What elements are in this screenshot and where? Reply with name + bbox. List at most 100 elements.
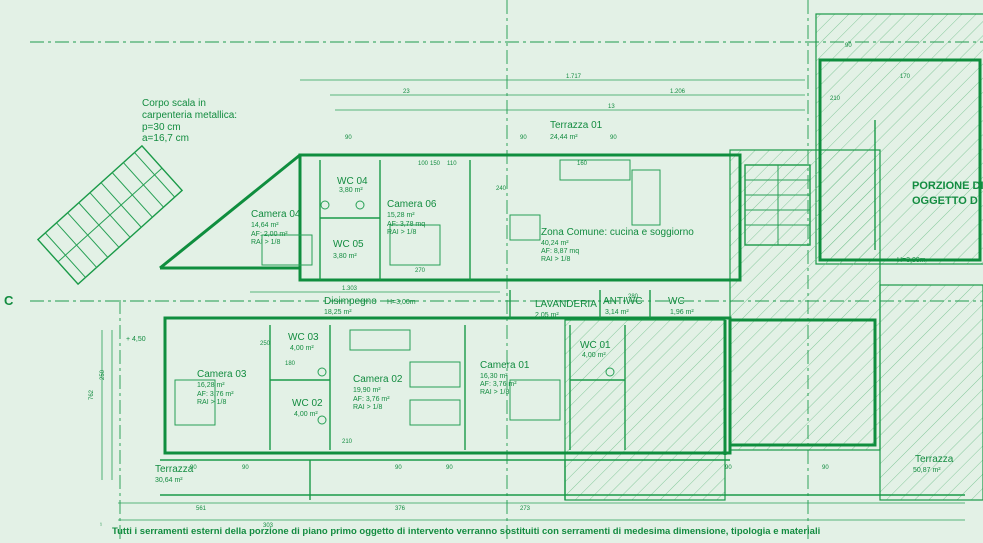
room-terrazza-right: Terrazza 50,87 m² [913, 454, 954, 474]
dimension-lines [101, 79, 965, 521]
internal-walls [160, 120, 965, 500]
dimension-labels: 1.717 1.206 1.303 23 13 561 303 376 273 … [89, 74, 686, 529]
svg-text:1,96 m²: 1,96 m² [670, 309, 694, 316]
room-wc-small: WC 1,96 m² [668, 296, 694, 316]
footnote-mark: ¹ [100, 523, 102, 529]
room-terrazza-left: Terrazza 30,64 m² [155, 464, 194, 484]
svg-text:PORZIONE DI E: PORZIONE DI E [912, 180, 983, 192]
svg-text:WC 02: WC 02 [292, 398, 323, 409]
svg-text:WC: WC [668, 296, 685, 307]
svg-text:90: 90 [520, 135, 527, 141]
svg-text:AF: 3,76 m²: AF: 3,76 m² [353, 396, 390, 403]
svg-text:376: 376 [395, 506, 406, 512]
svg-text:30,64 m²: 30,64 m² [155, 477, 183, 484]
svg-text:Camera 04: Camera 04 [251, 209, 301, 220]
svg-text:RAI > 1/8: RAI > 1/8 [480, 389, 509, 396]
svg-text:150: 150 [430, 161, 441, 167]
svg-text:90: 90 [190, 465, 197, 471]
svg-text:762: 762 [89, 389, 95, 400]
hatch-area-far-right [879, 284, 983, 501]
svg-text:24,44 m²: 24,44 m² [550, 134, 578, 141]
svg-text:100: 100 [418, 161, 429, 167]
room-wc02: WC 02 4,00 m² [292, 398, 323, 418]
room-camera03: Camera 03 16,28 m² AF: 3,76 m² RAI > 1/8 [197, 369, 247, 406]
svg-text:carpenteria metallica:: carpenteria metallica: [142, 110, 237, 121]
svg-text:1.303: 1.303 [342, 286, 358, 292]
svg-text:18,25 m²: 18,25 m² [324, 309, 352, 316]
svg-text:561: 561 [196, 506, 207, 512]
svg-text:AF: 2,00 m²: AF: 2,00 m² [251, 231, 288, 238]
svg-text:90: 90 [845, 43, 852, 49]
svg-text:WC 04: WC 04 [337, 176, 368, 187]
svg-text:90: 90 [446, 465, 453, 471]
svg-text:p=30 cm: p=30 cm [142, 122, 181, 133]
stair-metal [36, 144, 184, 286]
svg-text:AF: 3,78 mq: AF: 3,78 mq [387, 221, 425, 228]
room-camera01: Camera 01 16,30 m² AF: 3,76 m² RAI > 1/8 [480, 360, 530, 396]
svg-text:Camera 03: Camera 03 [197, 369, 247, 380]
room-disimpegno: Disimpegno H=3,00m 18,25 m² [324, 296, 416, 316]
svg-text:Corpo scala in: Corpo scala in [142, 98, 206, 109]
svg-text:Terrazza: Terrazza [915, 454, 954, 465]
svg-text:273: 273 [520, 506, 531, 512]
svg-text:90: 90 [610, 135, 617, 141]
svg-text:4,00 m²: 4,00 m² [582, 352, 606, 359]
room-camera04: Camera 04 14,64 m² AF: 2,00 m² RAI > 1/8 [251, 209, 301, 246]
stair-right [744, 164, 811, 246]
svg-text:90: 90 [242, 465, 249, 471]
room-zona-comune: Zona Comune: cucina e soggiorno 40,24 m²… [541, 227, 694, 263]
svg-text:13: 13 [608, 104, 615, 110]
svg-text:160: 160 [577, 161, 588, 167]
svg-text:16,30 m²: 16,30 m² [480, 373, 508, 380]
room-terrazza01: Terrazza 01 24,44 m² [550, 120, 603, 141]
svg-text:RAI > 1/8: RAI > 1/8 [251, 239, 280, 246]
axis-label-c: C [4, 293, 14, 308]
svg-text:Terrazza 01: Terrazza 01 [550, 120, 603, 131]
svg-text:RAI > 1/8: RAI > 1/8 [541, 256, 570, 263]
svg-text:RAI > 1/8: RAI > 1/8 [353, 404, 382, 411]
svg-text:250: 250 [100, 369, 106, 380]
portion-label: PORZIONE DI E OGGETTO DI IN [912, 180, 983, 207]
svg-text:90: 90 [345, 135, 352, 141]
svg-text:4,00 m²: 4,00 m² [290, 345, 314, 352]
svg-text:14,64 m²: 14,64 m² [251, 222, 279, 229]
svg-text:Camera 01: Camera 01 [480, 360, 530, 371]
svg-text:AF: 8,87 mq: AF: 8,87 mq [541, 248, 579, 255]
svg-text:3,80 m²: 3,80 m² [333, 253, 357, 260]
svg-text:23: 23 [403, 89, 410, 95]
svg-text:210: 210 [830, 96, 841, 102]
svg-text:AF: 3,76 m²: AF: 3,76 m² [480, 381, 517, 388]
stair-note: Corpo scala in carpenteria metallica: p=… [142, 98, 237, 144]
svg-text:110: 110 [447, 161, 457, 167]
svg-text:270: 270 [415, 268, 426, 274]
svg-text:a=16,7 cm: a=16,7 cm [142, 133, 189, 144]
room-wc03: WC 03 4,00 m² [288, 332, 319, 352]
room-camera06: Camera 06 15,28 m² AF: 3,78 mq RAI > 1/8 [387, 199, 437, 236]
svg-text:90: 90 [725, 465, 732, 471]
svg-text:240: 240 [496, 186, 507, 192]
svg-text:1.206: 1.206 [670, 89, 686, 95]
room-wc04: WC 04 3,80 m² [337, 176, 368, 194]
svg-text:Zona Comune: cucina e soggiorn: Zona Comune: cucina e soggiorno [541, 227, 694, 238]
svg-text:Camera 02: Camera 02 [353, 374, 403, 385]
room-camera02: Camera 02 19,90 m² AF: 3,76 m² RAI > 1/8 [353, 374, 403, 411]
svg-text:2,05 m²: 2,05 m² [535, 312, 559, 319]
room-wc05: WC 05 3,80 m² [333, 239, 364, 260]
room-antiwc: ANTIWC 3,14 m² [603, 296, 642, 316]
svg-text:OGGETTO DI IN: OGGETTO DI IN [912, 195, 983, 207]
width-marks: 90 90 90 90 90 90 90 90 90 90 100 110 15… [190, 43, 911, 471]
svg-text:AF: 3,76 m²: AF: 3,76 m² [197, 391, 234, 398]
hatch-area-bottom [564, 319, 726, 501]
svg-text:Disimpegno: Disimpegno [324, 296, 377, 307]
svg-text:RAI > 1/8: RAI > 1/8 [387, 229, 416, 236]
svg-text:RAI > 1/8: RAI > 1/8 [197, 399, 226, 406]
svg-text:4,00 m²: 4,00 m² [294, 411, 318, 418]
svg-text:WC 05: WC 05 [333, 239, 364, 250]
svg-text:40,24 m²: 40,24 m² [541, 240, 569, 247]
svg-text:210: 210 [342, 439, 353, 445]
svg-text:3,80 m²: 3,80 m² [339, 187, 363, 194]
svg-text:15,28 m²: 15,28 m² [387, 212, 415, 219]
furniture [174, 159, 661, 426]
svg-text:WC 01: WC 01 [580, 340, 611, 351]
